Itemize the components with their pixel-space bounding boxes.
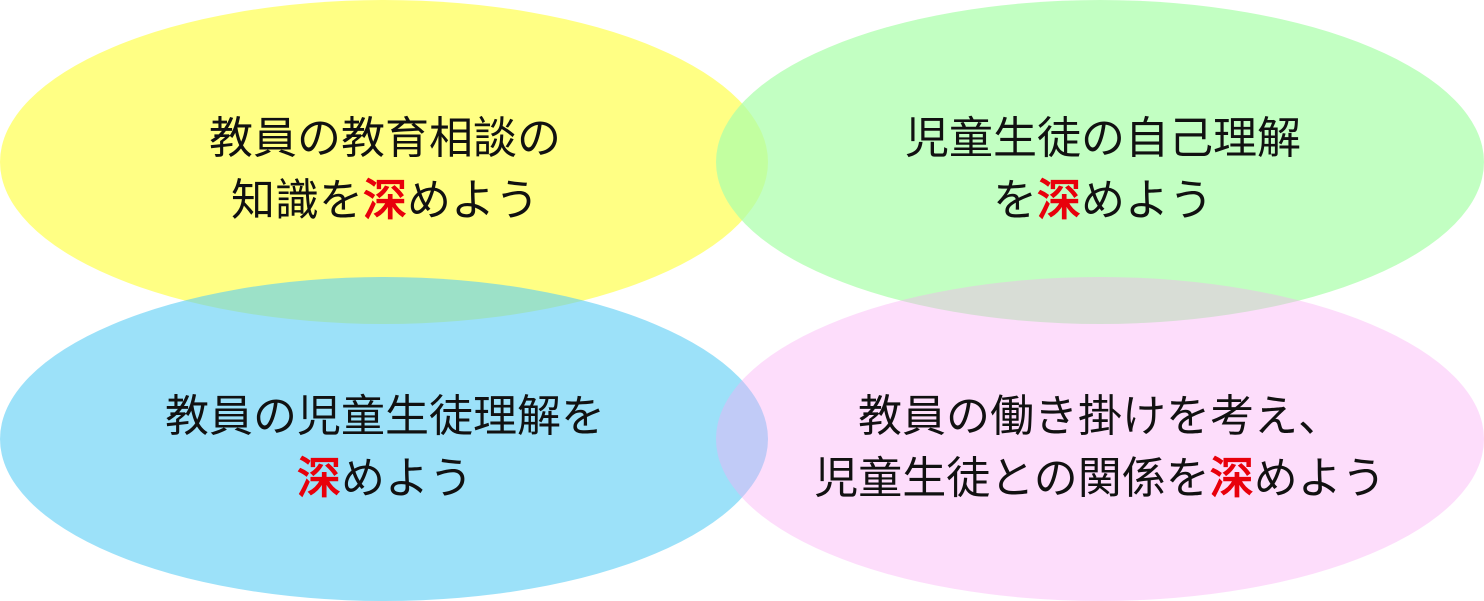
accent-text: 深 [297,453,341,504]
teacher-counseling-knowledge-label: 教員の教育相談の 知識を深めよう [100,108,670,232]
accent-text: 深 [363,175,407,226]
pink-ellipse [716,277,1484,601]
student-self-understanding-label: 児童生徒の自己理解 を深めよう [818,108,1388,232]
label-line-2: 児童生徒との関係を深めよう [770,448,1430,510]
label-text: めよう [407,175,539,226]
label-line-1: 教員の児童生徒理解を [165,391,605,442]
accent-text: 深 [1209,453,1254,504]
label-line-2: 深めよう [100,448,670,510]
label-line-1: 児童生徒の自己理解 [905,113,1301,164]
label-line-2: 知識を深めよう [100,170,670,232]
teacher-student-relationship-label: 教員の働き掛けを考え、 児童生徒との関係を深めよう [770,386,1430,510]
green-ellipse [716,0,1484,324]
label-line-2: を深めよう [818,170,1388,232]
label-text: めよう [1253,453,1386,504]
label-text: めよう [1081,175,1213,226]
label-text: めよう [341,453,473,504]
label-text: 児童生徒との関係を [814,453,1210,504]
label-line-1: 教員の教育相談の [209,113,561,164]
label-text: を [993,175,1037,226]
blue-ellipse [0,277,768,601]
yellow-ellipse [0,0,768,324]
teacher-student-understanding-label: 教員の児童生徒理解を 深めよう [100,386,670,510]
label-line-1: 教員の働き掛けを考え、 [858,391,1342,442]
label-text: 知識を [231,175,363,226]
accent-text: 深 [1037,175,1081,226]
